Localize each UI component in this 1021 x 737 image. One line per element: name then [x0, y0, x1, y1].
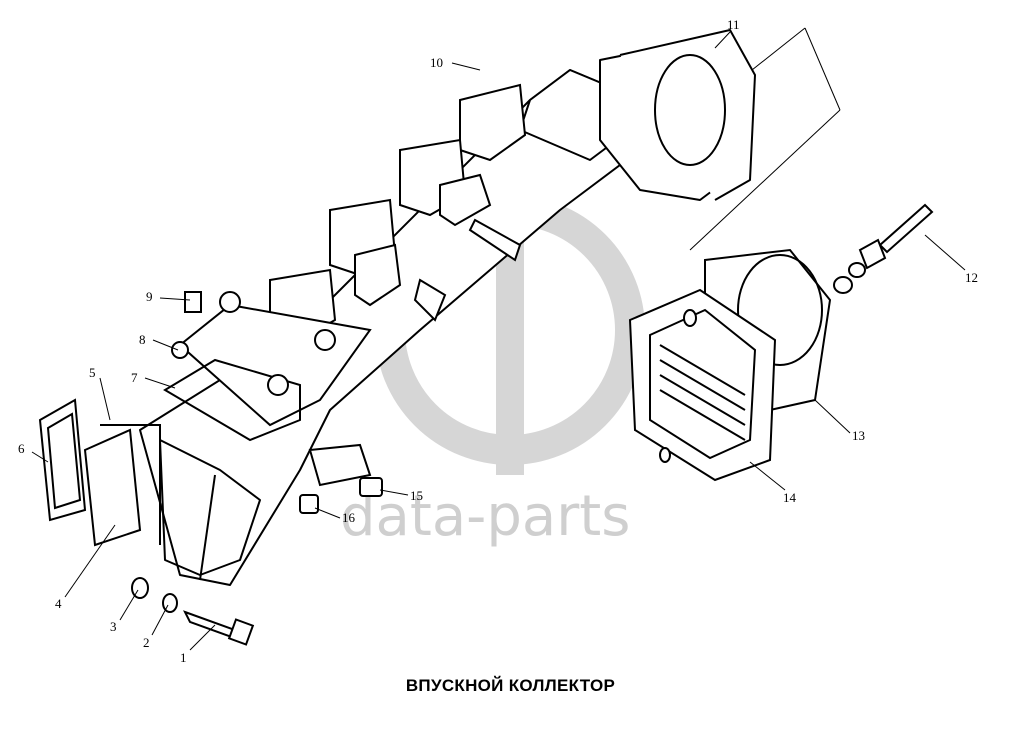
heater-assembly	[628, 248, 832, 482]
callout-5: 5	[89, 365, 96, 380]
callout-16: 16	[342, 510, 356, 525]
runner-ports	[269, 83, 527, 342]
callout-9: 9	[146, 289, 153, 304]
callout-14: 14	[783, 490, 797, 505]
callout-labels: 1 2 3 4 5 6 7 8 9 10 11 12 13 14 15 16	[18, 17, 978, 665]
callout-3: 3	[110, 619, 117, 634]
callout-4: 4	[55, 596, 62, 611]
callout-1: 1	[180, 650, 187, 665]
callout-13: 13	[852, 428, 865, 443]
callout-7: 7	[131, 370, 138, 385]
watermark-text: data-parts	[340, 484, 630, 549]
callout-11: 11	[727, 17, 740, 32]
callout-10: 10	[430, 55, 443, 70]
callout-12: 12	[965, 270, 978, 285]
callout-15: 15	[410, 488, 423, 503]
bottom-bolt	[131, 577, 255, 646]
manifold-body	[139, 29, 756, 586]
callout-8: 8	[139, 332, 146, 347]
leader-lines	[31, 27, 966, 651]
diagram-caption: ВПУСКНОЙ КОЛЛЕКТОР	[405, 676, 616, 695]
callout-6: 6	[18, 441, 25, 456]
lower-flange	[38, 398, 161, 547]
cover-plate	[163, 291, 372, 442]
callout-2: 2	[143, 635, 150, 650]
side-plugs	[299, 443, 383, 514]
stud-assembly	[833, 203, 934, 294]
